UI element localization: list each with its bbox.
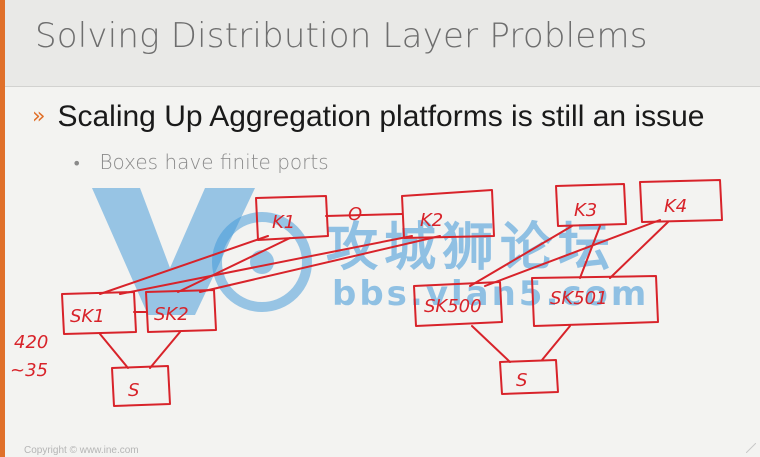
ink-uplink [579, 225, 601, 279]
corner-resize-icon [746, 443, 756, 453]
copyright-text: Copyright © www.ine.com [24, 445, 139, 456]
sub-bullet-text: Boxes have finite ports [99, 150, 329, 174]
sub-bullet-dot-icon: • [72, 154, 82, 173]
ink-label-k4: K4 [664, 196, 687, 217]
ink-label-sk501: SK501 [550, 288, 608, 309]
bullet-text: Scaling Up Aggregation platforms is stil… [57, 100, 705, 133]
ink-box-s-right [499, 359, 559, 395]
ink-label-num2: ~35 [10, 360, 48, 381]
sub-bullet-row: • Boxes have finite ports [72, 150, 329, 174]
ink-uplink [119, 235, 413, 295]
bullet-row: » Scaling Up Aggregation platforms is sti… [32, 100, 704, 134]
ink-link-k1-k2 [325, 213, 403, 217]
ink-label-k3: K3 [574, 200, 597, 221]
slide-title: Solving Distribution Layer Problems [35, 16, 648, 56]
ink-label-s-right: S [516, 370, 527, 391]
ink-label-sk2: SK2 [154, 304, 189, 325]
ink-downlink [149, 331, 181, 369]
ink-label-k1: K1 [272, 212, 295, 233]
title-bar: Solving Distribution Layer Problems [5, 0, 760, 87]
ink-uplink [199, 235, 441, 293]
ink-box-sk1 [61, 291, 137, 335]
ink-label-sk500: SK500 [424, 296, 482, 317]
ink-box-k1 [255, 195, 329, 241]
ink-label-o: O [348, 204, 362, 225]
watermark-url-text: bbs.vlan5.com [332, 274, 650, 314]
watermark-chinese-text: 攻城狮论坛 [326, 218, 617, 278]
ink-downlink [541, 325, 571, 361]
bullet-chevron-icon: » [32, 104, 46, 129]
ink-box-sk2 [145, 289, 217, 333]
ink-label-num1: 420 [14, 332, 48, 353]
ink-uplink [99, 235, 269, 295]
ink-uplink [469, 225, 573, 287]
ink-label-s-left: S [128, 380, 139, 401]
left-accent-bar [0, 0, 5, 457]
ink-box-sk500 [413, 281, 503, 327]
ink-uplink [609, 221, 669, 279]
ink-box-k4 [639, 179, 723, 223]
ink-box-k3 [555, 183, 627, 227]
ink-uplink [177, 237, 291, 293]
ink-label-k2: K2 [420, 210, 443, 231]
ink-box-s-left [111, 365, 171, 407]
ink-downlink [471, 325, 511, 363]
ink-box-sk501 [531, 275, 659, 327]
ink-label-sk1: SK1 [70, 306, 105, 327]
ink-box-k2 [401, 189, 495, 239]
ink-uplink [484, 219, 661, 287]
ink-downlink [99, 333, 129, 369]
